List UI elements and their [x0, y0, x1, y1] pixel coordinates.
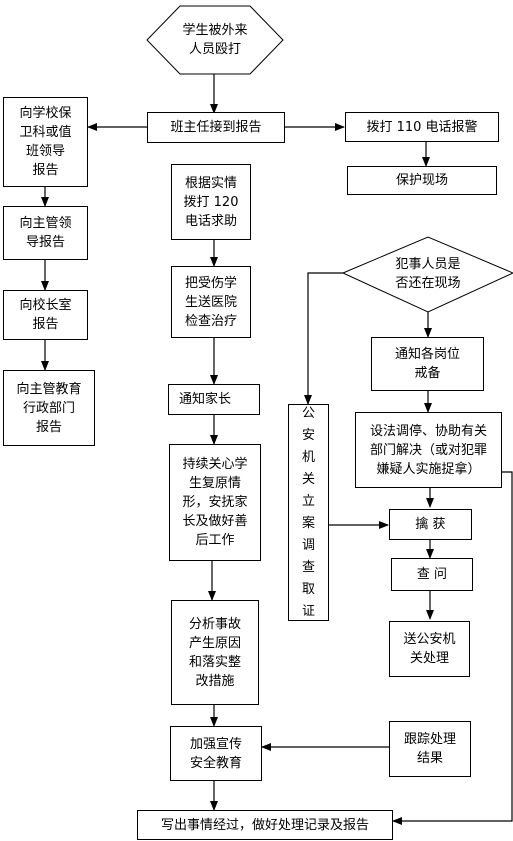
- care-student-node: 持续关心学 生复原情 形，安抚家 长及做好善 后工作: [169, 444, 261, 561]
- report-security-node: 向学校保 卫科或值 班领导 报告: [3, 97, 88, 187]
- write-report-node: 写出事情经过，做好处理记录及报告: [137, 810, 393, 840]
- report-edu-dept-node: 向主管教育 行政部门 报告: [3, 370, 95, 446]
- notify-parents-node: 通知家长: [168, 384, 260, 415]
- mediate-node: 设法调停、协助有关 部门解决（或对犯罪 嫌疑人实施捉拿）: [355, 412, 502, 488]
- send-police-node: 送公安机 关处理: [389, 621, 470, 677]
- police-case-node: 公 安 机 关 立 案 调 查 取 证: [288, 404, 329, 621]
- report-principal-node: 向校长室 报告: [3, 290, 88, 340]
- follow-up-node: 跟踪处理 结果: [389, 721, 471, 777]
- suspect-diamond: [341, 236, 513, 313]
- safety-education-node: 加强宣传 安全教育: [170, 726, 262, 781]
- hospital-node: 把受伤学 生送医院 检查治疗: [171, 266, 251, 338]
- call-110-node: 拨打 110 电话报警: [345, 112, 499, 142]
- report-dept-head-node: 向主管领 导报告: [3, 206, 88, 260]
- capture-node: 擒 获: [389, 509, 472, 540]
- interrogate-node: 查 问: [391, 558, 473, 591]
- call-120-node: 根据实情 拨打 120 电话求助: [171, 164, 251, 240]
- analyze-cause-node: 分析事故 产生原因 和落实整 改措施: [171, 600, 259, 705]
- notify-posts-node: 通知各岗位 戒备: [371, 337, 484, 391]
- start-label: 学生被外来 人员殴打: [182, 23, 248, 57]
- protect-scene-node: 保护现场: [347, 166, 497, 195]
- start-hexagon: [146, 5, 284, 75]
- teacher-receives-report-node: 班主任接到报告: [147, 112, 285, 143]
- suspect-label: 犯事人员是 否还在现场: [395, 257, 461, 291]
